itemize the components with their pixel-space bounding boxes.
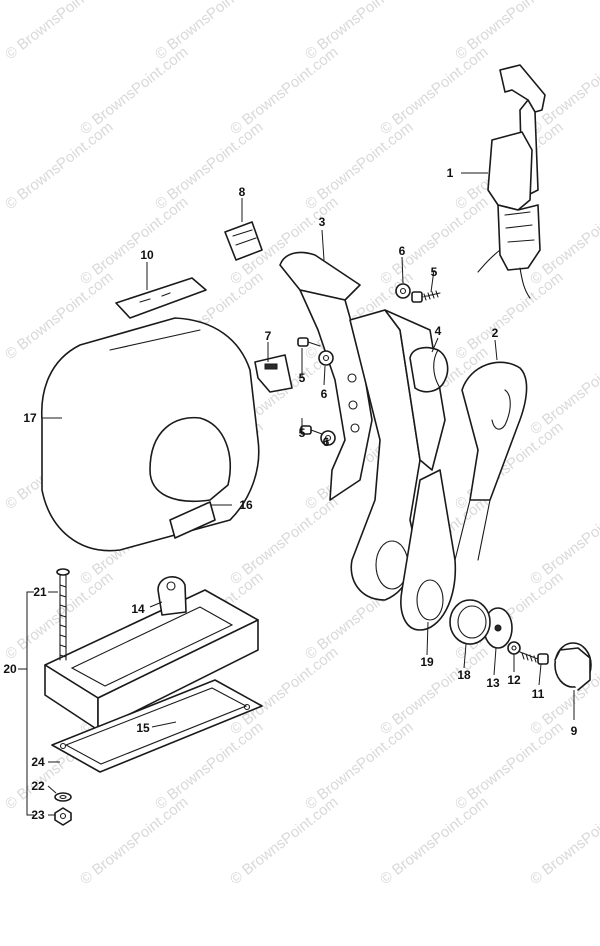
part-4-knob: [409, 346, 449, 393]
part-7-clip: [254, 354, 293, 393]
callout-2: 2: [492, 326, 499, 340]
watermark-text-5: © BrownsPoint.com: [227, 44, 341, 139]
part-23-nut: [54, 807, 72, 826]
watermark-text-45: © BrownsPoint.com: [227, 794, 341, 889]
part-11-bolt: [519, 651, 549, 665]
part-9-end-cap: [554, 642, 592, 691]
watermark-text-43: © BrownsPoint.com: [452, 719, 566, 814]
callout-15: 15: [136, 721, 150, 735]
watermark-text-42: © BrownsPoint.com: [302, 719, 416, 814]
part-8-gasket: [224, 221, 263, 261]
part-16-insert: [169, 501, 216, 539]
watermark-text-9: © BrownsPoint.com: [152, 119, 266, 214]
callout-14: 14: [131, 602, 145, 616]
part-1-control-box: [477, 64, 546, 299]
callout-10: 10: [140, 248, 154, 262]
callout-24: 24: [31, 755, 45, 769]
watermark-text-31: © BrownsPoint.com: [527, 494, 600, 589]
callout-labels: 1 2 3 4 5 5 5 6 6 6 7 8 9 10 11 12 13 14…: [3, 166, 577, 822]
callout-13: 13: [486, 676, 500, 690]
part-13-disc: [483, 607, 513, 649]
watermark-text-6: © BrownsPoint.com: [377, 44, 491, 139]
watermark-text-47: © BrownsPoint.com: [527, 794, 600, 889]
callout-7: 7: [265, 329, 272, 343]
part-22-washer: [54, 792, 72, 802]
callout-5-mid: 5: [299, 371, 306, 385]
callout-23: 23: [31, 808, 45, 822]
watermark-text-46: © BrownsPoint.com: [377, 794, 491, 889]
callout-17: 17: [23, 411, 37, 425]
part-5-screw-mid: [297, 337, 321, 347]
watermark-text-12: © BrownsPoint.com: [77, 194, 191, 289]
part-12-washer: [507, 641, 521, 655]
watermark-text-4: © BrownsPoint.com: [77, 44, 191, 139]
callout-19: 19: [420, 655, 434, 669]
watermark-text-0: © BrownsPoint.com: [2, 0, 116, 63]
callout-6-low: 6: [323, 435, 330, 449]
leader-lines: [18, 172, 575, 816]
callout-11: 11: [532, 687, 545, 701]
part-18-ring: [449, 599, 491, 645]
part-5-screw-top: [411, 290, 441, 303]
part-14-hinge-lug: [157, 576, 187, 616]
callout-22: 22: [31, 779, 45, 793]
callout-20: 20: [3, 662, 17, 676]
callout-12: 12: [507, 673, 521, 687]
callout-18: 18: [457, 668, 471, 682]
watermark-text-8: © BrownsPoint.com: [2, 119, 116, 214]
callout-5-low: 5: [299, 426, 306, 440]
callout-9: 9: [571, 724, 578, 738]
callout-8: 8: [239, 185, 246, 199]
part-6-washer-top: [395, 283, 411, 299]
part-17-cover: [40, 317, 260, 552]
callout-6-mid: 6: [321, 387, 328, 401]
watermark-text-10: © BrownsPoint.com: [302, 119, 416, 214]
part-2-lever-arm: [454, 361, 528, 561]
part-20-base-frame: [44, 589, 259, 731]
part-6-washer-mid: [318, 350, 334, 366]
watermark-text-38: © BrownsPoint.com: [377, 644, 491, 739]
part-5-screw-low: [300, 425, 323, 435]
callout-16: 16: [239, 498, 253, 512]
watermark-text-19: © BrownsPoint.com: [452, 269, 566, 364]
watermark-text-23: © BrownsPoint.com: [527, 344, 600, 439]
part-21-long-screw: [56, 568, 70, 661]
watermark-text-44: © BrownsPoint.com: [77, 794, 191, 889]
callout-21: 21: [33, 585, 47, 599]
part-6-washer-low: [320, 430, 336, 446]
callout-6-top: 6: [399, 244, 406, 258]
part-10-label-plate: [115, 277, 207, 319]
callout-1: 1: [447, 166, 454, 180]
callout-5-top: 5: [431, 265, 438, 279]
callout-4: 4: [435, 324, 442, 338]
callout-3: 3: [319, 215, 326, 229]
